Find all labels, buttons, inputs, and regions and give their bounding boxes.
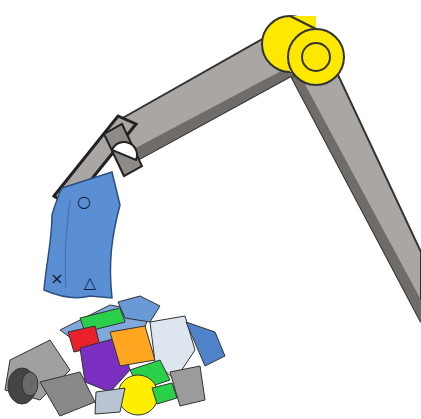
arm-shade	[292, 75, 421, 322]
robot-forearm	[292, 62, 421, 322]
joint-front	[288, 29, 344, 85]
cloth-mark: ×	[50, 271, 63, 287]
joint-hub	[302, 43, 330, 71]
joint-edge	[290, 16, 316, 29]
cloth-fold	[65, 200, 70, 288]
cloth-mark: △	[84, 275, 96, 291]
held-cloth	[44, 172, 120, 298]
gripper-plate	[104, 124, 142, 176]
arm-shade	[128, 62, 302, 162]
cloth-mark: ○	[77, 194, 91, 210]
gripper-hinge	[112, 142, 137, 160]
object-pile	[5, 296, 225, 416]
